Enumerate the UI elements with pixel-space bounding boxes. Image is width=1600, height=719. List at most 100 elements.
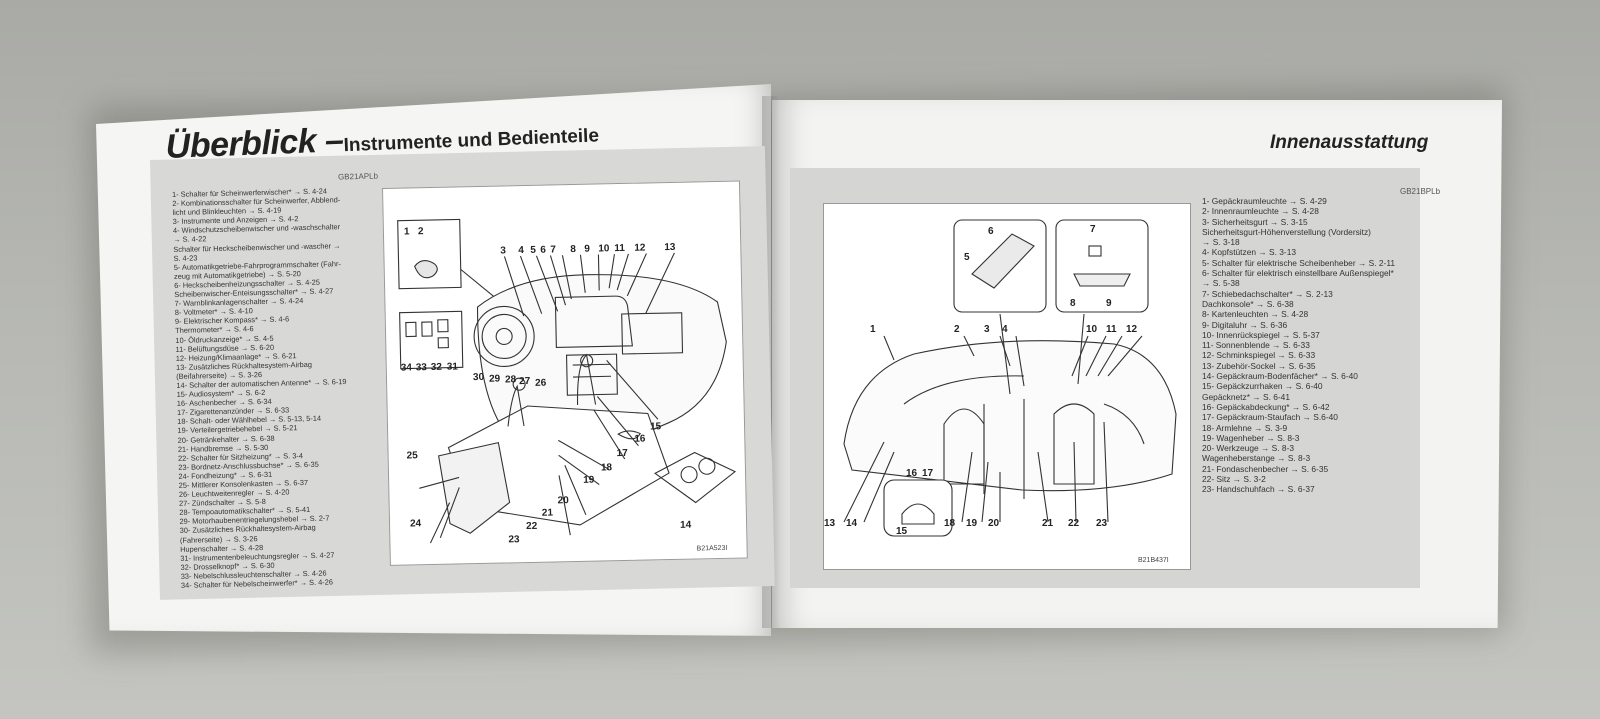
list-item: 3- Sicherheitsgurt → S. 3-15 [1202, 216, 1308, 227]
list-item: 21- Fondaschenbecher → S. 6-35 [1202, 463, 1329, 474]
list-item: Sicherheitsgurt-Höhenverstellung (Vorder… [1202, 226, 1371, 237]
svg-text:20: 20 [557, 495, 569, 506]
svg-text:20: 20 [988, 518, 1000, 529]
svg-text:24: 24 [410, 518, 422, 529]
list-item: 12- Schminkspiegel → S. 6-33 [1202, 350, 1316, 361]
svg-text:7: 7 [1090, 224, 1096, 235]
list-item: 23- Handschuhfach → S. 6-37 [1202, 484, 1315, 495]
svg-text:15: 15 [896, 526, 908, 537]
svg-text:15: 15 [650, 421, 662, 432]
left-item-list: 1- Schalter für Scheinwerferwischer* → S… [172, 185, 386, 590]
list-item: 10- Innenrückspiegel → S. 5-37 [1202, 329, 1320, 340]
list-item: 17- Gepäckraum-Staufach → S.6-40 [1202, 412, 1338, 423]
svg-text:17: 17 [922, 468, 934, 479]
svg-text:8: 8 [570, 244, 576, 255]
list-item: 2- Innenraumleuchte → S. 4-28 [1202, 206, 1319, 217]
svg-text:33: 33 [416, 362, 428, 373]
svg-text:17: 17 [616, 448, 628, 459]
list-item: 5- Schalter für elektrische Scheibenhebe… [1202, 257, 1396, 268]
svg-text:1: 1 [404, 226, 410, 237]
list-item: 8- Kartenleuchten → S. 4-28 [1202, 309, 1309, 320]
list-item: 15- Gepäckzurrhaken → S. 6-40 [1202, 381, 1323, 392]
svg-text:4: 4 [518, 245, 524, 256]
svg-text:23: 23 [1096, 518, 1108, 529]
svg-text:16: 16 [906, 468, 918, 479]
svg-text:6: 6 [540, 245, 546, 256]
title-sub: Instrumente und Bedienteile [343, 125, 600, 157]
svg-text:34: 34 [401, 362, 413, 373]
svg-text:32: 32 [431, 362, 443, 373]
left-page-code: GB21APLb [337, 171, 379, 182]
svg-text:10: 10 [598, 243, 610, 254]
right-diagram-code: B21B437I [1138, 557, 1169, 564]
svg-text:19: 19 [966, 518, 978, 529]
svg-text:22: 22 [1068, 518, 1080, 529]
list-item: 20- Werkzeuge → S. 8-3 [1202, 443, 1295, 454]
svg-text:30: 30 [473, 372, 485, 383]
list-item: 22- Sitz → S. 3-2 [1202, 474, 1266, 485]
svg-text:9: 9 [584, 244, 590, 255]
list-item: 9- Digitaluhr → S. 6-36 [1202, 319, 1288, 330]
svg-text:8: 8 [1070, 298, 1076, 309]
svg-text:10: 10 [1086, 324, 1098, 335]
svg-text:5: 5 [530, 245, 536, 256]
right-page-title: Innenausstattung [1270, 132, 1429, 153]
svg-text:16: 16 [634, 434, 646, 445]
svg-text:14: 14 [846, 518, 858, 529]
svg-text:18: 18 [944, 518, 956, 529]
svg-text:9: 9 [1106, 298, 1112, 309]
svg-text:25: 25 [407, 450, 419, 461]
svg-text:21: 21 [542, 507, 554, 518]
svg-text:18: 18 [601, 462, 613, 473]
svg-text:3: 3 [500, 245, 506, 256]
svg-text:22: 22 [526, 521, 538, 532]
svg-text:5: 5 [964, 252, 970, 263]
svg-text:2: 2 [418, 226, 424, 237]
svg-text:6: 6 [988, 226, 994, 237]
list-item: 16- Gepäckabdeckung* → S. 6-42 [1202, 401, 1330, 412]
list-item: 1- Gepäckraumleuchte → S. 4-29 [1202, 196, 1327, 206]
list-item: 14- Gepäckraum-Bodenfächer* → S. 6-40 [1202, 371, 1358, 382]
left-diagram-code: B21A523I [697, 545, 728, 553]
svg-text:19: 19 [583, 475, 595, 486]
list-item: Wagenheberstange → S. 8-3 [1202, 453, 1311, 464]
list-item: Dachkonsole* → S. 6-38 [1202, 298, 1294, 309]
list-item: 19- Wagenheber → S. 8-3 [1202, 432, 1300, 443]
list-item: → S. 5-38 [1202, 278, 1240, 289]
list-item: Gepäcknetz* → S. 6-41 [1202, 391, 1290, 402]
list-item: 18- Armlehne → S. 3-9 [1202, 422, 1288, 433]
list-item: 6- Schalter für elektrisch einstellbare … [1202, 268, 1394, 279]
svg-text:13: 13 [824, 518, 836, 529]
svg-text:2: 2 [954, 324, 960, 335]
svg-text:26: 26 [535, 378, 547, 389]
title-main: Überblick – [165, 121, 345, 166]
svg-text:4: 4 [1002, 324, 1008, 335]
svg-text:14: 14 [680, 520, 692, 531]
svg-text:11: 11 [1106, 324, 1117, 335]
svg-text:3: 3 [984, 324, 990, 335]
svg-text:7: 7 [550, 244, 556, 255]
svg-text:27: 27 [519, 376, 531, 387]
list-item: 11- Sonnenblende → S. 6-33 [1202, 340, 1310, 351]
svg-text:1: 1 [870, 324, 876, 335]
svg-text:12: 12 [634, 242, 646, 253]
list-item: 4- Kopfstützen → S. 3-13 [1202, 247, 1297, 258]
svg-text:28: 28 [505, 374, 517, 385]
svg-text:11: 11 [614, 243, 625, 254]
svg-text:31: 31 [447, 361, 459, 372]
svg-text:23: 23 [508, 534, 520, 545]
svg-text:12: 12 [1126, 324, 1138, 335]
list-item: 7- Schiebedachschalter* → S. 2-13 [1202, 288, 1333, 299]
svg-text:21: 21 [1042, 518, 1054, 529]
svg-text:13: 13 [664, 242, 676, 253]
svg-text:29: 29 [489, 374, 501, 385]
right-page-code: GB21BPLb [1400, 187, 1441, 196]
list-item: 13- Zubehör-Sockel → S. 6-35 [1202, 360, 1316, 371]
